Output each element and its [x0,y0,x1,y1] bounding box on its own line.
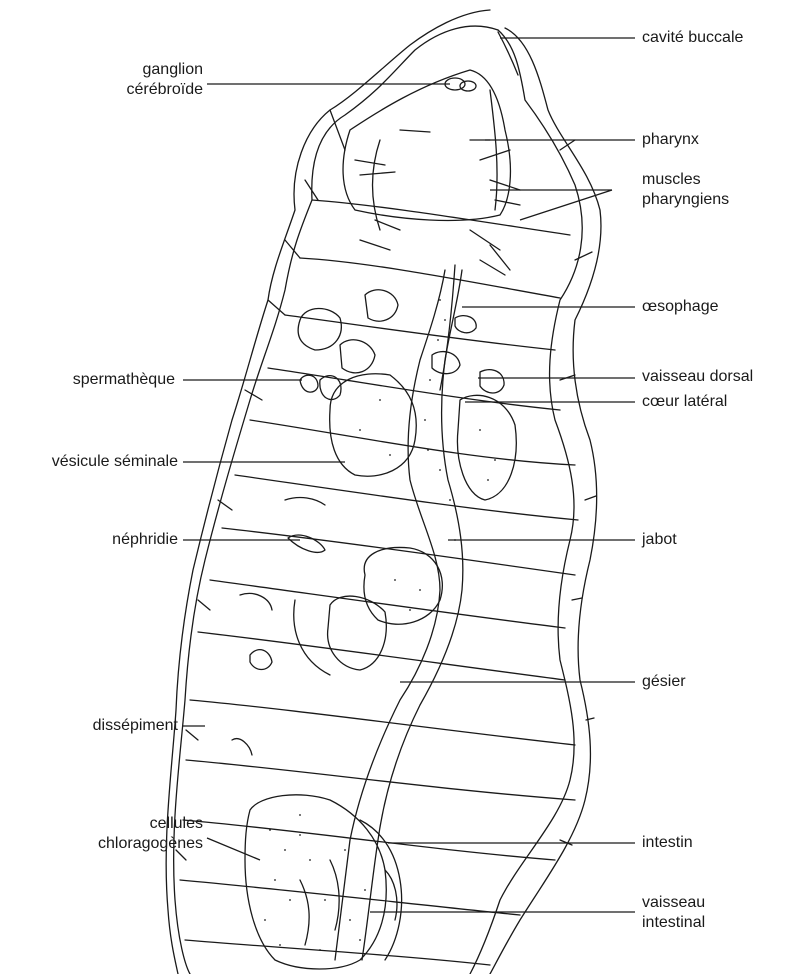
annulus [572,598,582,600]
leader-chloragogenes [207,838,260,860]
pharynx-inner [373,140,381,230]
gizzard [328,596,387,670]
label-vaisseau-intestinal: vaisseau intestinal [642,893,802,933]
nephridium [240,593,272,610]
nephridium [250,650,272,670]
label-ganglion: ganglion cérébroïde [60,60,203,100]
heart [480,370,504,393]
septum [250,420,575,465]
label-gesier: gésier [642,672,802,692]
label-intestin: intestin [642,833,802,853]
outer-cuticle-left [166,10,490,974]
seminal-vesicle [457,395,516,500]
outer-cuticle-right [490,28,601,974]
label-vesicule-seminale: vésicule séminale [0,452,178,472]
heart [455,316,476,333]
label-muscles-pharyngiens: muscles pharyngiens [642,170,802,210]
intestine-fold [300,880,309,945]
spermatheque [300,375,318,392]
label-pharynx: pharynx [642,130,802,150]
muscle-line [480,260,505,275]
seminal-vesicle [340,340,375,373]
body-outline-right [470,30,582,974]
septum [300,258,560,298]
annulus [585,496,596,500]
label-jabot: jabot [642,530,802,550]
muscle-line [360,240,390,250]
septum [312,200,570,235]
nephridium [285,498,325,505]
muscle-line [355,160,385,165]
annulus [560,140,575,150]
gizzard-wall [294,600,330,675]
muscle-line [490,180,520,190]
seminal-vesicle [298,308,341,350]
septum [210,580,565,628]
muscle-line [495,200,520,205]
septum [186,760,575,800]
label-oesophage: œsophage [642,297,802,317]
ganglion [460,81,476,91]
crop [364,547,442,624]
label-nephridie: néphridie [40,530,178,550]
annulus [575,252,592,260]
muscle-line [470,230,500,250]
annulus [186,730,198,740]
annulus [268,300,285,315]
septum [198,632,565,680]
label-dissepiment: dissépiment [20,716,178,736]
nephridium [232,739,252,755]
seminal-vesicle [365,290,398,321]
pharynx [343,70,510,220]
septum [180,880,520,915]
muscle-line [480,150,510,160]
label-cavite-buccale: cavité buccale [642,28,802,48]
label-coeur-lateral: cœur latéral [642,392,802,412]
pharynx-inner [490,90,497,210]
label-spermatheque: spermathèque [20,370,175,390]
muscle-line [400,130,430,132]
septum [285,315,555,350]
septum [235,475,578,520]
label-vaisseau-dorsal: vaisseau dorsal [642,367,802,387]
septum [222,528,575,575]
muscle-line [360,172,395,175]
annulus [245,390,262,400]
muscle-line [490,245,510,270]
annulus [198,600,210,610]
label-cellules-chloragogenes: cellules chloragogènes [40,814,203,854]
